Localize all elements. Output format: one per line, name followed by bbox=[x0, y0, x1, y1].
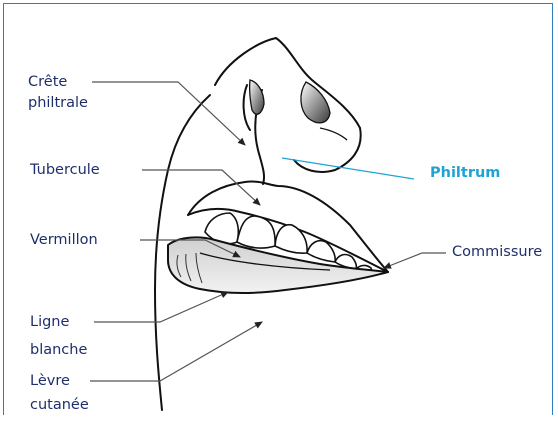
label-tubercule: Tubercule bbox=[30, 161, 100, 180]
levre-cutanee-leader bbox=[90, 322, 262, 381]
label-crete-line1: Crête bbox=[28, 73, 67, 92]
label-vermillon: Vermillon bbox=[30, 231, 98, 250]
label-crete-line2: philtrale bbox=[28, 94, 88, 113]
label-ligne-line2: blanche bbox=[30, 341, 87, 360]
commissure-leader bbox=[384, 253, 446, 268]
crete-philtrale-leader bbox=[92, 82, 245, 145]
label-ligne-line1: Ligne bbox=[30, 313, 69, 332]
nostril-shading bbox=[250, 80, 347, 140]
label-philtrum: Philtrum bbox=[430, 164, 500, 183]
label-levre-line1: Lèvre bbox=[30, 372, 70, 391]
ligne-blanche-leader bbox=[94, 292, 228, 322]
label-commissure: Commissure bbox=[452, 243, 542, 262]
label-levre-line2: cutanée bbox=[30, 396, 89, 415]
